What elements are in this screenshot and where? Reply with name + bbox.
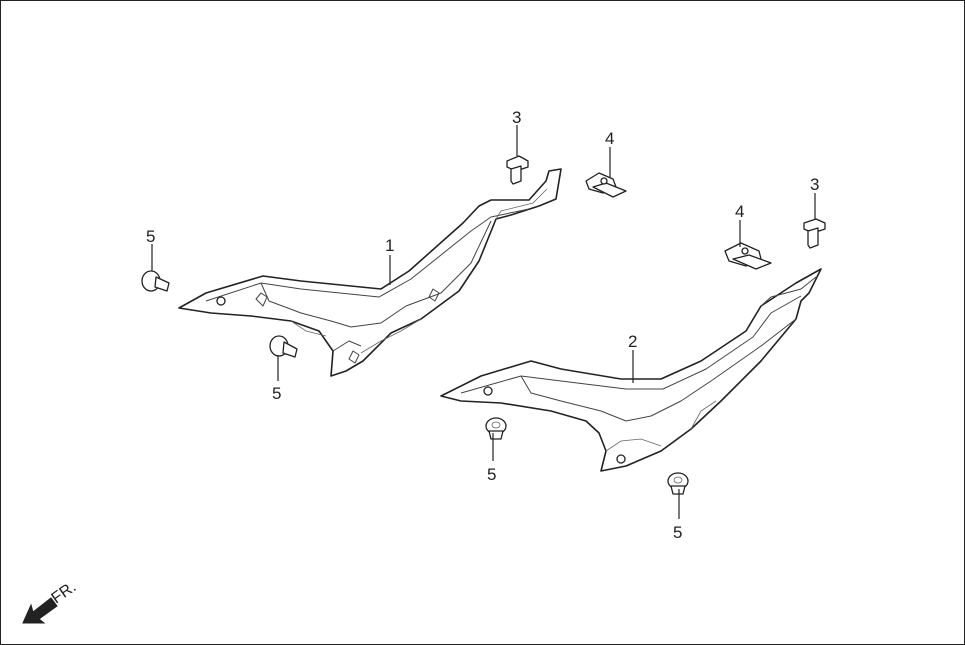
clip-right xyxy=(724,242,772,270)
callout-part-3-right: 3 xyxy=(810,175,819,194)
front-indicator: FR. xyxy=(22,579,79,624)
callout-part-5-a: 5 xyxy=(146,227,155,246)
callout-part-5-c: 5 xyxy=(487,465,496,484)
arrow-front-icon xyxy=(22,597,58,624)
clip-left xyxy=(585,172,627,198)
bolt-right xyxy=(803,218,826,249)
screw-b xyxy=(269,335,298,358)
callout-part-5-d: 5 xyxy=(673,523,682,542)
callout-part-2: 2 xyxy=(628,332,637,351)
left-side-cover xyxy=(178,168,562,377)
callout-part-5-b: 5 xyxy=(272,384,281,403)
screw-d xyxy=(667,472,689,495)
callout-part-4-left: 4 xyxy=(605,129,614,148)
callout-part-3-left: 3 xyxy=(512,108,521,127)
bolt-left xyxy=(506,155,529,185)
screw-a xyxy=(141,270,170,292)
screw-c xyxy=(485,417,507,440)
callout-part-4-right: 4 xyxy=(735,202,744,221)
callout-part-1: 1 xyxy=(385,236,394,255)
right-side-cover xyxy=(440,268,822,472)
